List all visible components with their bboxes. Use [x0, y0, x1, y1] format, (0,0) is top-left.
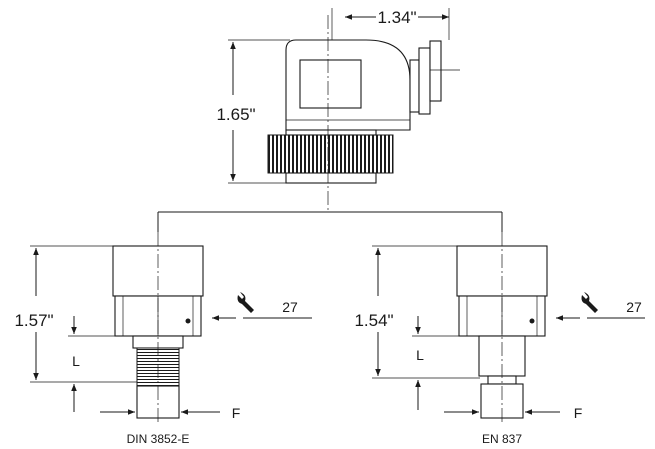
left-wrench-label: 27 — [282, 299, 298, 315]
connector-height-label: 1.65" — [216, 105, 255, 124]
connector-width-label: 1.34" — [377, 8, 416, 27]
right-height-label: 1.54" — [354, 311, 393, 330]
left-caption: DIN 3852-E — [127, 432, 190, 446]
right-wrench-label: 27 — [626, 299, 642, 315]
right-sensor: 1.54" L F 27 EN 837 — [354, 232, 645, 446]
left-sensor: 1.57" L F 27 DIN 3852-E — [14, 232, 312, 446]
connector-view: 1.34" 1.65" — [216, 8, 460, 212]
wrench-icon — [237, 292, 254, 313]
right-caption: EN 837 — [482, 432, 522, 446]
wrench-icon — [581, 292, 598, 313]
right-l-label: L — [416, 347, 424, 363]
right-f-label: F — [574, 405, 583, 421]
left-l-label: L — [72, 353, 80, 369]
left-height-label: 1.57" — [14, 311, 53, 330]
left-f-label: F — [232, 405, 241, 421]
split-line — [157, 211, 503, 232]
